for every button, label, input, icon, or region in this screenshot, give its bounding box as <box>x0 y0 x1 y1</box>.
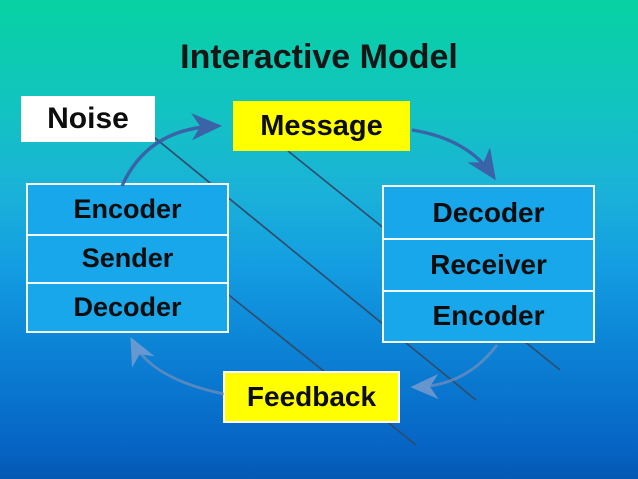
arrow-feedback-to-sender <box>130 337 225 396</box>
noise-label: Noise <box>47 102 129 135</box>
sender-stack-row-encoder: Encoder <box>28 185 227 234</box>
receiver-stack-row-decoder: Decoder <box>384 187 593 239</box>
page-title: Interactive Model <box>180 38 458 76</box>
feedback-label: Feedback <box>246 381 377 412</box>
sender-stack-row-decoder: Decoder <box>28 282 227 331</box>
arrow-message-to-receiver <box>411 128 496 181</box>
arrow-receiver-to-feedback <box>410 344 499 400</box>
sender-stack-row-sender: Sender <box>28 233 227 283</box>
receiver-stack-row-encoder: Encoder <box>384 289 593 341</box>
receiver-stack: Decoder Receiver Encoder <box>382 185 595 343</box>
message-label-box: Message <box>233 101 410 151</box>
noise-label-box: Noise <box>21 96 155 142</box>
receiver-stack-row-receiver: Receiver <box>384 238 593 290</box>
message-label: Message <box>260 109 383 142</box>
sender-stack: Encoder Sender Decoder <box>26 183 229 333</box>
feedback-label-box: Feedback <box>223 371 400 423</box>
